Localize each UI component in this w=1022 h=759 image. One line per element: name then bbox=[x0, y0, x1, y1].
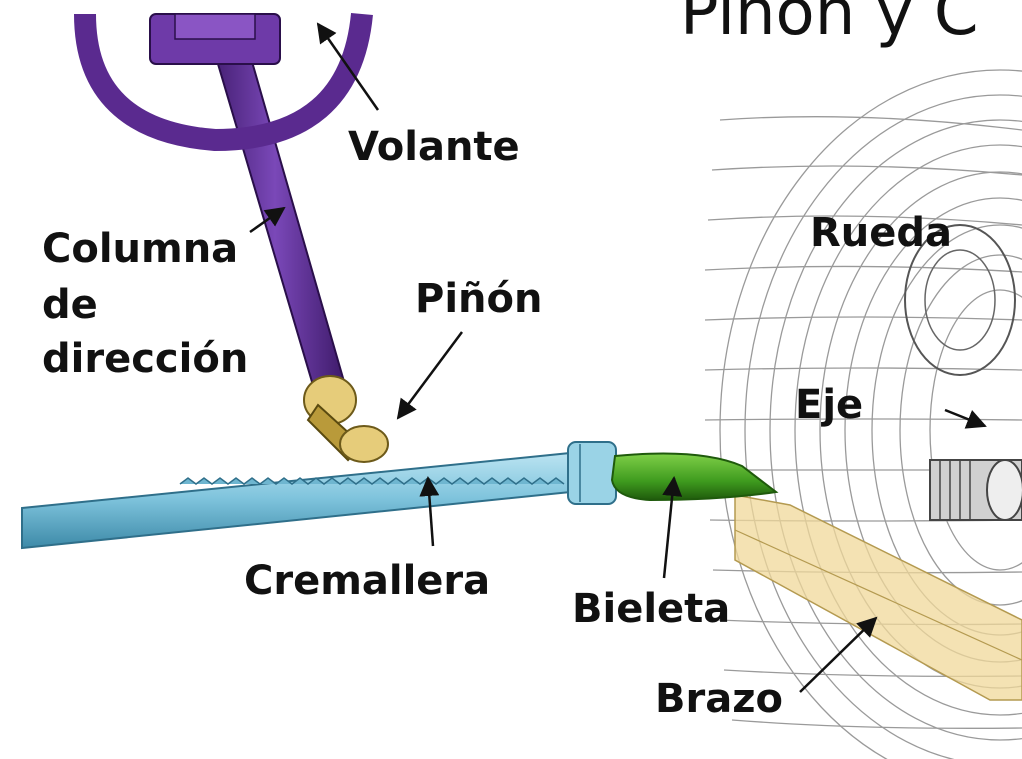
label-columna-2: de bbox=[42, 282, 98, 328]
pinion bbox=[304, 376, 388, 462]
rack bbox=[22, 442, 616, 548]
label-rueda: Rueda bbox=[810, 210, 952, 256]
label-bieleta: Bieleta bbox=[572, 586, 730, 632]
label-cremallera: Cremallera bbox=[244, 558, 490, 604]
tie-rod bbox=[612, 454, 776, 500]
label-columna-3: dirección bbox=[42, 336, 248, 382]
label-eje: Eje bbox=[795, 382, 863, 428]
arrow-pinon bbox=[398, 332, 462, 418]
arm bbox=[735, 495, 1022, 700]
label-pinon: Piñón bbox=[415, 276, 542, 322]
label-volante: Volante bbox=[348, 124, 520, 170]
arrow-eje bbox=[945, 410, 985, 426]
label-brazo: Brazo bbox=[655, 676, 783, 722]
label-columna-1: Columna bbox=[42, 226, 238, 272]
page-title: Piñon y C bbox=[680, 0, 979, 50]
